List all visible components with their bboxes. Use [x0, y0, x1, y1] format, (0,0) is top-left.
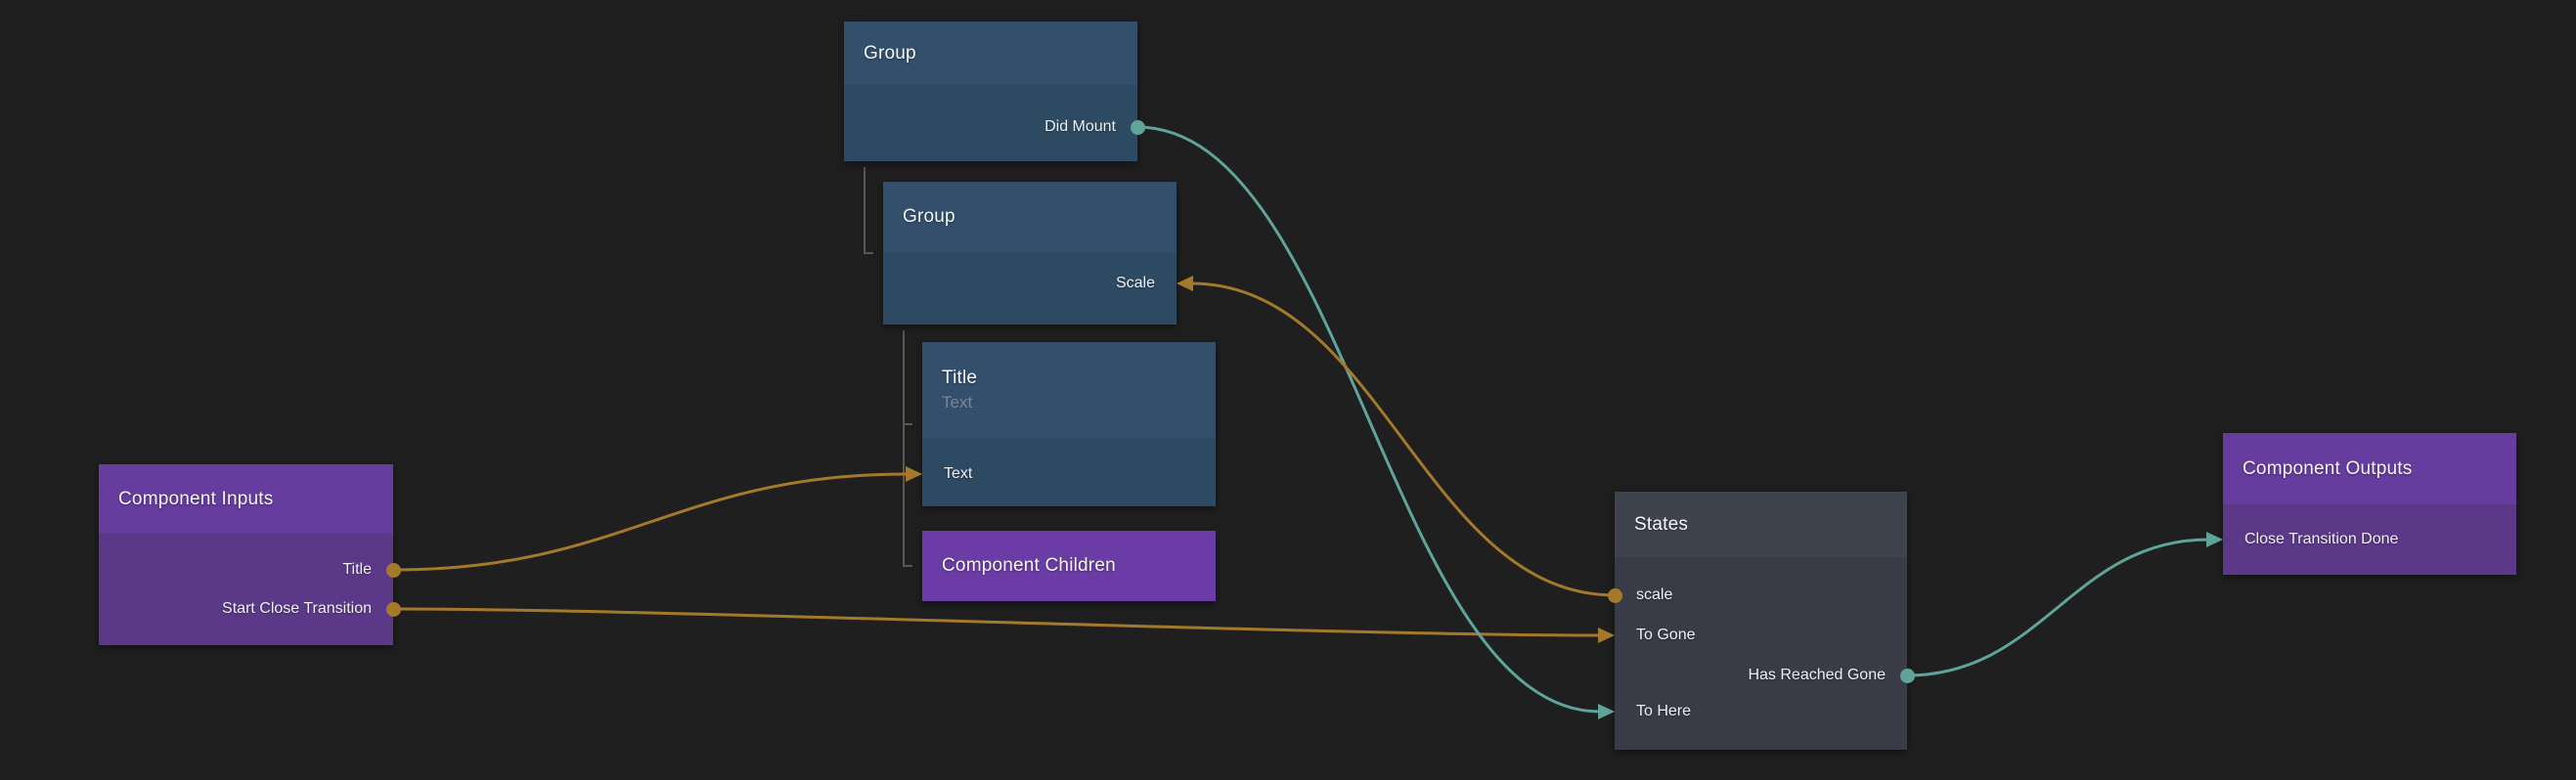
port-arrow-icon[interactable] [1598, 628, 1615, 643]
node-header[interactable]: States [1615, 492, 1907, 557]
edge-component-inputs.start-close-transition--states.to-gone[interactable] [391, 607, 1602, 637]
port-dot-icon[interactable] [385, 601, 401, 617]
node-body [2223, 504, 2516, 575]
node-component-children[interactable]: Component Children [922, 531, 1216, 601]
port-to-gone-label[interactable]: To Gone [1636, 627, 1696, 643]
node-title: Title [942, 368, 978, 388]
edge-states.scale--group-2.scale[interactable] [1189, 282, 1617, 597]
node-header[interactable]: Component Outputs [2223, 433, 2516, 504]
port-text-label[interactable]: Text [944, 465, 973, 482]
node-body [883, 252, 1177, 325]
edge-component-inputs.title--title-text.text[interactable] [391, 472, 910, 572]
port-start-close-transition-label[interactable]: Start Close Transition [222, 600, 372, 617]
edge-group-1.did-mount--states.to-here[interactable] [1135, 125, 1602, 714]
port-close-transition-done-label[interactable]: Close Transition Done [2244, 531, 2399, 547]
port-arrow-icon[interactable] [2206, 532, 2223, 547]
port-dot-icon[interactable] [385, 562, 401, 578]
port-arrow-icon[interactable] [1598, 704, 1615, 719]
edge-states.has-reached-gone--component-outputs.close-transition-done[interactable] [1905, 538, 2210, 677]
node-body [922, 438, 1216, 506]
node-body [844, 85, 1137, 161]
node-title: States [1634, 513, 1689, 535]
node-header[interactable]: Group [844, 22, 1137, 85]
node-header[interactable]: Component Children [922, 531, 1216, 601]
tree-link-line [864, 167, 873, 254]
port-scale-label[interactable]: scale [1636, 586, 1673, 603]
node-header[interactable]: Group [883, 182, 1177, 252]
node-title: Component Children [942, 555, 1116, 576]
port-arrow-icon[interactable] [1177, 276, 1193, 291]
port-did-mount-label[interactable]: Did Mount [1044, 118, 1116, 135]
port-scale-label[interactable]: Scale [1115, 275, 1155, 291]
node-header[interactable]: Component Inputs [99, 464, 393, 534]
port-has-reached-gone-label[interactable]: Has Reached Gone [1748, 667, 1886, 683]
node-title: Component Inputs [118, 488, 274, 509]
port-dot-icon[interactable] [1899, 668, 1915, 683]
port-dot-icon[interactable] [1130, 119, 1145, 135]
port-dot-icon[interactable] [1607, 587, 1622, 603]
tree-link-line [903, 330, 912, 425]
node-body [99, 534, 393, 645]
tree-link-line [903, 330, 912, 567]
node-title: Group [903, 206, 955, 227]
node-title: Component Outputs [2243, 457, 2413, 479]
node-subtitle: Text [942, 393, 973, 412]
port-to-here-label[interactable]: To Here [1636, 703, 1692, 719]
port-title-label[interactable]: Title [342, 561, 372, 578]
node-title: Group [864, 42, 916, 64]
node-body [1615, 557, 1907, 750]
port-arrow-icon[interactable] [906, 466, 922, 482]
